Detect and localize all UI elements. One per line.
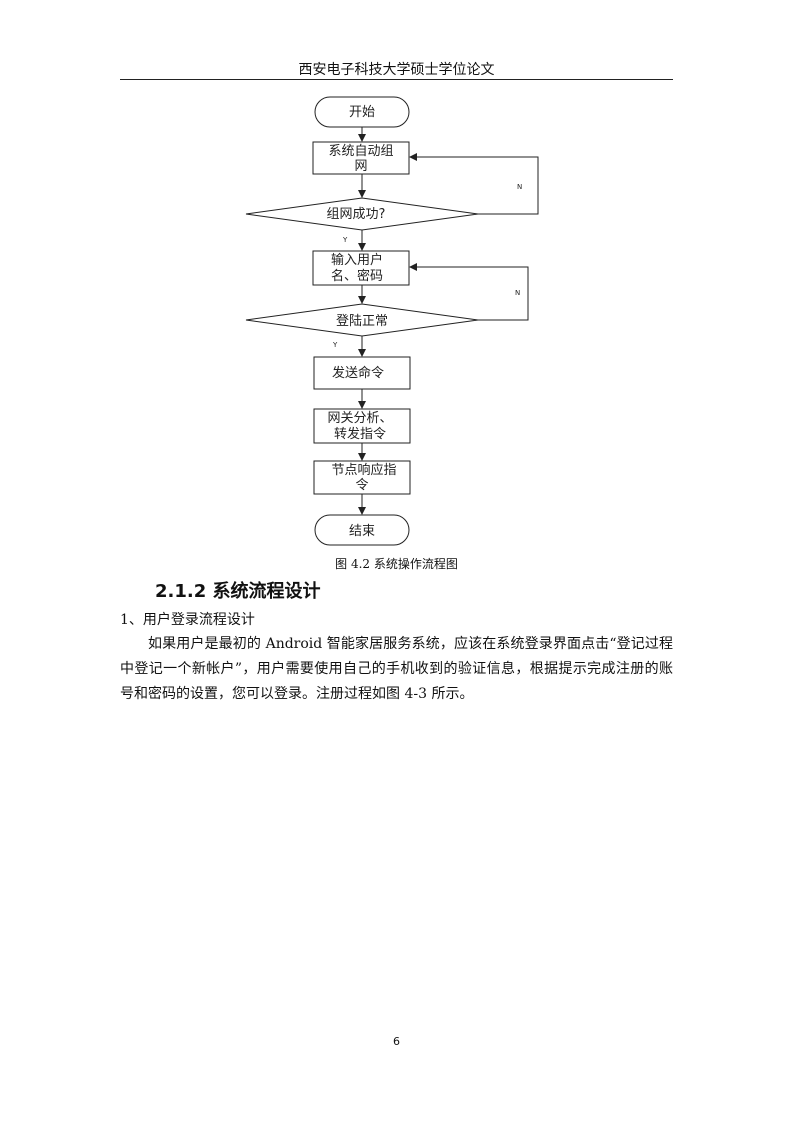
login-step-box bbox=[312, 250, 410, 286]
node-step-line2: 令 bbox=[355, 478, 368, 493]
page-number: 6 bbox=[393, 1035, 400, 1048]
network-yes-label: Y bbox=[342, 236, 348, 244]
network-decision-label: 组网成功? bbox=[327, 207, 386, 222]
network-no-label: N bbox=[517, 183, 522, 191]
node-step-line1: 节点响应指 bbox=[331, 462, 396, 478]
end-terminal bbox=[314, 514, 410, 546]
gateway-step-line1: 网关分析、 bbox=[327, 411, 392, 426]
start-label: 开始 bbox=[349, 105, 375, 120]
section-heading: 2.1.2 系统流程设计 bbox=[155, 581, 321, 602]
subsection-heading: 1、用户登录流程设计 bbox=[120, 612, 255, 628]
node-step-box bbox=[313, 460, 411, 495]
flowchart: 开始 系统自动组 网 组网成功? 输入用户 名、密码 登陆正常 发送命令 网关分… bbox=[245, 96, 539, 546]
login-step-line1: 输入用户 bbox=[331, 252, 383, 268]
body-paragraph: 如果用户是最初的 Android 智能家居服务系统，应该在系统登录界面点击“登记… bbox=[120, 636, 673, 702]
end-label: 结束 bbox=[349, 524, 375, 539]
network-step-box bbox=[312, 141, 410, 175]
figure-caption: 图 4.2 系统操作流程图 bbox=[335, 557, 458, 571]
header-rule bbox=[120, 79, 673, 80]
send-step-label: 发送命令 bbox=[332, 365, 384, 381]
page-header: 西安电子科技大学硕士学位论文 bbox=[298, 62, 495, 78]
send-step-box bbox=[313, 356, 411, 390]
login-decision-label: 登陆正常 bbox=[336, 313, 388, 329]
network-step-line1: 系统自动组 bbox=[328, 144, 393, 159]
gateway-step-line2: 转发指令 bbox=[334, 426, 386, 442]
gateway-step-box bbox=[313, 408, 411, 444]
login-no-label: N bbox=[515, 289, 520, 297]
login-step-line2: 名、密码 bbox=[331, 268, 383, 284]
login-yes-label: Y bbox=[332, 341, 338, 349]
network-step-line2: 网 bbox=[354, 159, 367, 174]
